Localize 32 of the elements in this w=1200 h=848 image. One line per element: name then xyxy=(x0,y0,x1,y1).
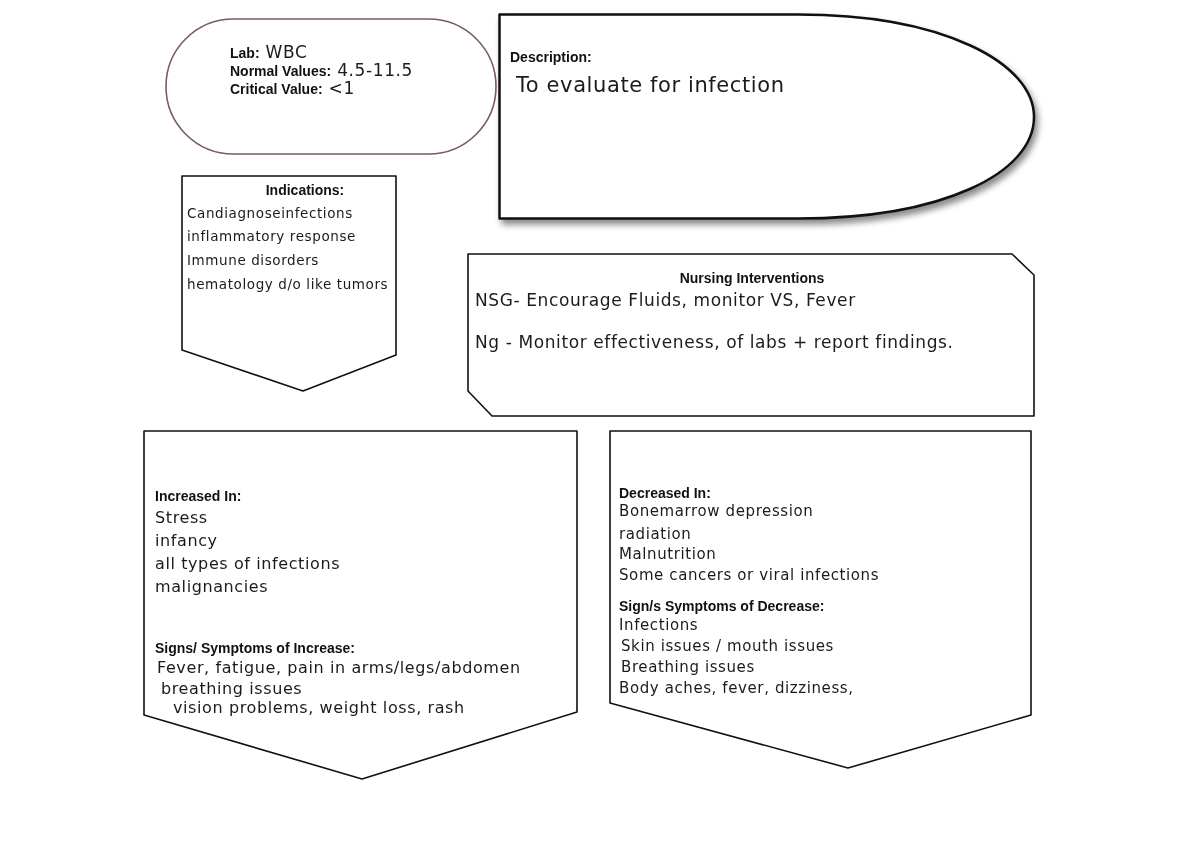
handwritten-note: infancy xyxy=(155,531,218,551)
handwritten-note: Candiagnoseinfections xyxy=(187,205,353,222)
lab-value-text: Lab: WBC xyxy=(230,44,308,61)
handwritten-note: radiation xyxy=(619,525,692,543)
handwritten-note: breathing issues xyxy=(161,679,303,699)
handwritten-note: Malnutrition xyxy=(619,545,717,563)
handwritten-note: malignancies xyxy=(155,577,269,597)
section-heading: Decreased In: xyxy=(619,485,711,502)
section-heading: Description: xyxy=(510,49,592,66)
section-heading: Signs/ Symptoms of Increase: xyxy=(155,640,355,657)
handwritten-note: Body aches, fever, dizziness, xyxy=(619,679,854,697)
handwritten-note: To evaluate for infection xyxy=(516,73,785,99)
section-heading: Increased In: xyxy=(155,488,242,505)
section-heading: Nursing Interventions xyxy=(679,270,825,287)
handwritten-note: vision problems, weight loss, rash xyxy=(173,698,465,718)
handwritten-note: hematology d/o like tumors xyxy=(187,276,389,293)
handwritten-note: Stress xyxy=(155,508,208,528)
section-heading: Indications: xyxy=(265,182,345,199)
handwritten-note: Immune disorders xyxy=(187,252,319,269)
handwritten-note: Bonemarrow depression xyxy=(619,502,814,520)
handwritten-note: Breathing issues xyxy=(621,658,755,676)
handwritten-note: Fever, fatigue, pain in arms/legs/abdomen xyxy=(157,658,521,678)
handwritten-note: Infections xyxy=(619,616,699,634)
handwritten-note: Ng - Monitor effectiveness, of labs + report findings. xyxy=(475,332,954,353)
handwritten-note: NSG- Encourage Fluids, monitor VS, Fever xyxy=(475,290,856,311)
handwritten-note: Skin issues / mouth issues xyxy=(621,637,834,655)
section-heading: Sign/s Symptoms of Decrease: xyxy=(619,598,825,615)
lab-value-text: Normal Values: 4.5-11.5 xyxy=(230,62,413,79)
lab-value-text: Critical Value: <1 xyxy=(230,80,355,97)
handwritten-note: Some cancers or viral infections xyxy=(619,566,880,584)
handwritten-note: inflammatory response xyxy=(187,228,356,245)
handwritten-note: all types of infections xyxy=(155,554,341,574)
